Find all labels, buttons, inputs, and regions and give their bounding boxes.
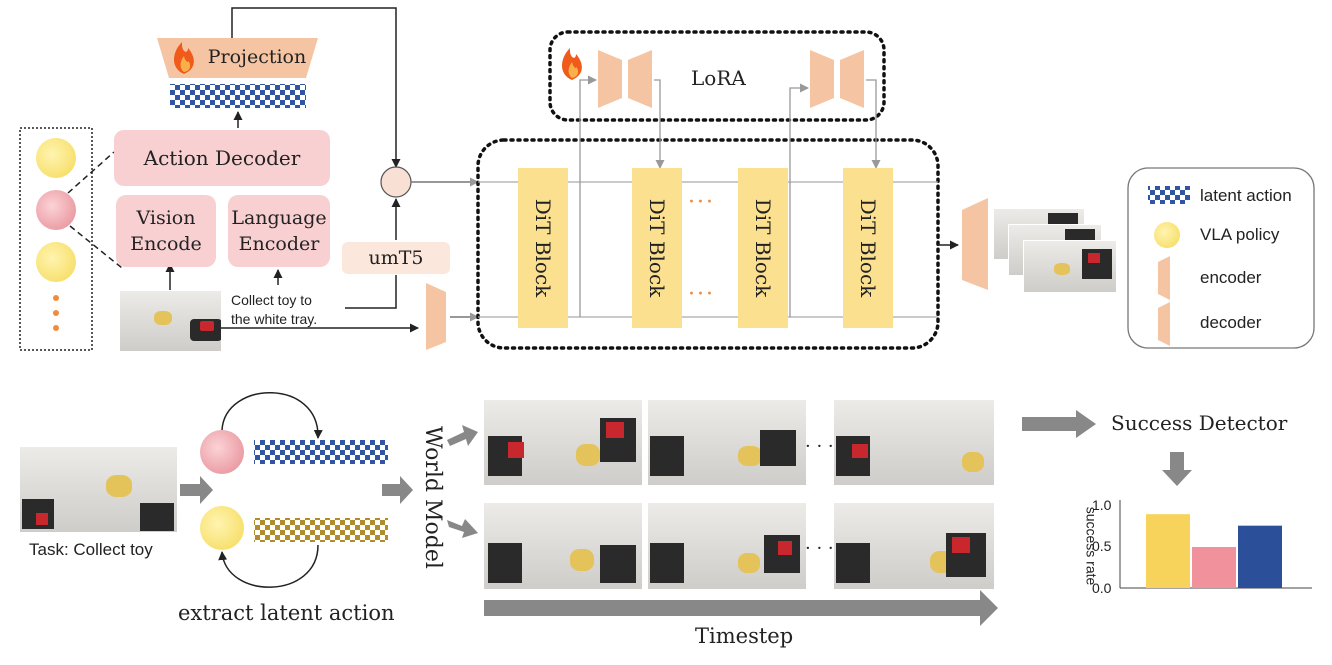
dit-ellipsis-top: ··· [688,190,715,215]
wm-frame-r2-2 [648,503,806,589]
wm-frame-r2-1 [484,503,642,589]
merge-node [380,166,412,198]
wm-frame-r1-2 [648,400,806,485]
vla-policy-pink [200,430,244,474]
decoder-shape [962,198,988,290]
projection-label: Projection [207,46,307,68]
dit-ellipsis-bottom: ··· [688,282,715,307]
lora-frame [548,30,886,122]
policy-column-frame [19,127,93,351]
language-encoder-line2: Encoder [238,233,320,255]
column-dot-3 [53,325,59,331]
dit-block-3: DiT Block [738,168,788,328]
legend-frame [1127,167,1315,349]
success-bars [1146,514,1282,588]
language-encoder-line1: Language [231,207,327,229]
projection-trapezoid [157,38,318,78]
decoder-swatch [1158,302,1170,346]
encoder-shape [426,283,446,350]
latent-action-bar-gold [254,518,388,542]
encoder-swatch [1158,256,1170,300]
dit-block-2: DiT Block [632,168,682,328]
vla-policy-circle-1 [36,138,76,178]
success-bar-2 [1192,547,1236,588]
language-encoder-box: Language Encoder [228,195,330,267]
latent-action-bar-top [170,84,306,108]
dit-block-4: DiT Block [843,168,893,328]
wm-frame-r1-1 [484,400,642,485]
task-label: Task: Collect toy [29,540,153,559]
chart-ytick-3: 0.0 [1092,580,1112,596]
gray-arrows [180,410,1192,626]
output-frame-3 [1023,240,1117,293]
task-image [20,447,177,532]
vision-encode-box: Vision Encode [116,195,216,267]
chart-ytick-1: 1.0 [1092,497,1112,513]
vision-encode-line1: Vision [136,207,196,229]
wm-frame-r2-3 [834,503,994,589]
extract-latent-action-label: extract latent action [178,601,395,625]
latent-action-bar-blue [254,440,388,464]
success-bar-1 [1146,514,1190,588]
legend-vla-policy: VLA policy [1200,225,1280,244]
world-model-label: World Model [420,426,445,569]
column-dot-2 [53,310,59,316]
vision-encode-line2: Encode [130,233,202,255]
flame-icon [174,42,194,74]
vla-policy-yellow [200,506,244,550]
wm-ellipsis-r1: · · · [805,436,834,457]
dit-block-1: DiT Block [518,168,568,328]
instruction-line1: Collect toy to [231,292,312,308]
vla-policy-circle-2 [36,242,76,282]
action-decoder-box: Action Decoder [114,130,330,186]
success-detector-label: Success Detector [1111,411,1288,435]
legend-latent-action: latent action [1200,186,1292,205]
column-dot-1 [53,295,59,301]
instruction-line2: the white tray. [231,311,318,327]
flame-icon-lora [562,48,582,80]
umt5-box: umT5 [342,242,450,274]
observation-image [120,291,221,351]
legend-encoder: encoder [1200,268,1262,287]
vla-policy-circle-selected [36,190,76,230]
latent-action-swatch [1148,186,1190,204]
dit-frame [476,138,940,350]
chart-ytick-2: 0.5 [1092,538,1112,554]
legend-decoder: decoder [1200,313,1262,332]
wm-frame-r1-3 [834,400,994,485]
lora-label: LoRA [691,66,746,90]
timestep-label: Timestep [695,624,794,648]
vla-policy-swatch [1154,222,1180,248]
success-bar-3 [1238,525,1282,588]
wm-ellipsis-r2: · · · [805,538,834,559]
